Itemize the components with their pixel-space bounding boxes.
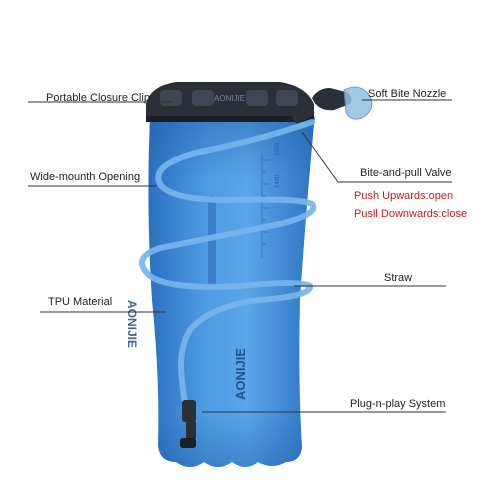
label-wide-mouth-opening: Wide-mounth Opening	[30, 171, 141, 183]
plug-connector	[180, 400, 196, 448]
label-push-upwards: Push Upwards:open	[354, 190, 454, 202]
label-straw: Straw	[384, 272, 413, 284]
closure-clip	[146, 82, 314, 122]
label-portable-closure-clip: Portable Closure Clip	[46, 92, 150, 104]
label-plug-n-play-system: Plug-n-play System	[350, 398, 446, 410]
inner-seam	[208, 196, 216, 286]
label-pull-downwards: Pusll Downwards:close	[354, 208, 468, 220]
brand-text-side: AONIJIE	[125, 300, 139, 349]
volume-scale	[261, 156, 270, 258]
scale-label-mid: 1400	[275, 174, 281, 188]
label-soft-bite-nozzle: Soft Bite Nozzle	[368, 88, 447, 100]
cap-text: AONIJIE	[214, 94, 246, 103]
straw-tube	[139, 119, 317, 423]
scale-label-top: 1500	[275, 142, 281, 156]
callout-lines	[28, 99, 452, 413]
bite-valve-assembly	[291, 86, 373, 124]
brand-text-front: AONIJIE	[233, 347, 248, 400]
label-tpu-material: TPU Material	[48, 296, 113, 308]
label-bite-and-pull-valve: Bite-and-pull Valve	[360, 167, 452, 179]
